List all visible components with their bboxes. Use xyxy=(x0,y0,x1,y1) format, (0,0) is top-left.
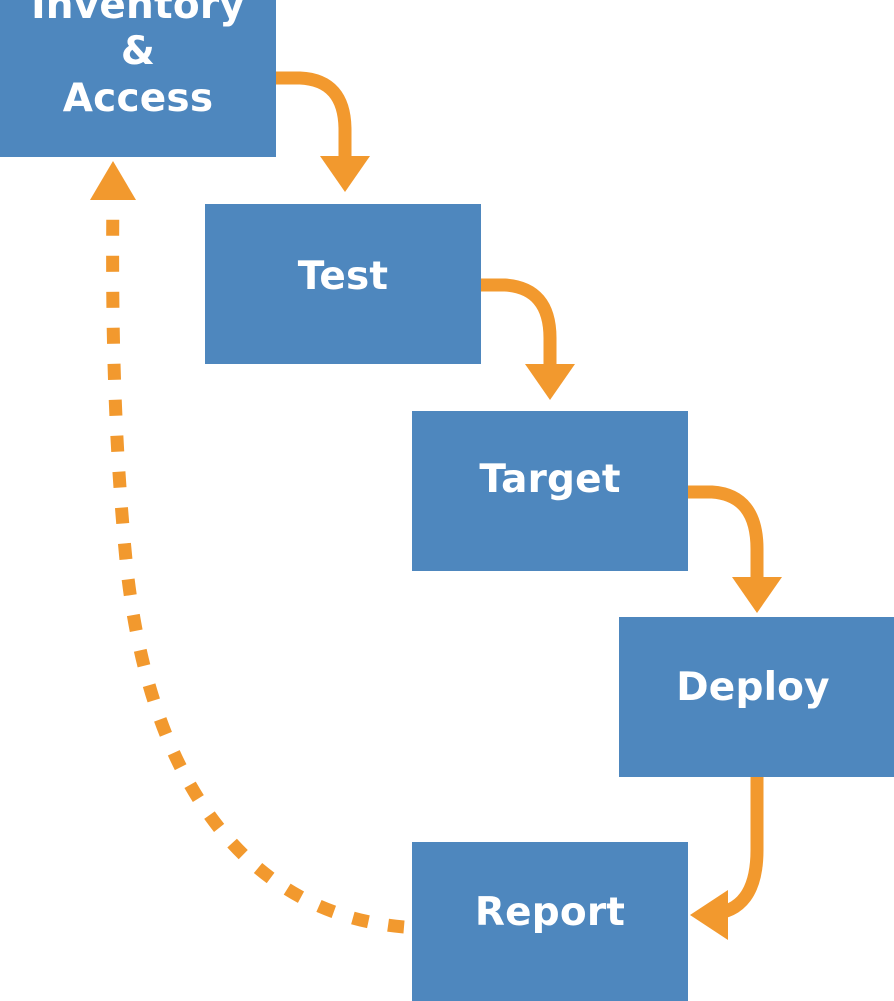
node-inventory-access-label: Inventory & Access xyxy=(31,0,245,122)
arrowhead-icon xyxy=(90,161,136,200)
node-target[interactable]: Target xyxy=(412,411,688,571)
node-deploy-label: Deploy xyxy=(676,665,830,710)
arrowhead-icon xyxy=(525,364,575,400)
node-target-label: Target xyxy=(479,457,621,502)
edge-inventory-to-test xyxy=(276,71,370,192)
node-report-label: Report xyxy=(474,890,626,935)
edge-deploy-to-report xyxy=(690,777,764,940)
node-test[interactable]: Test xyxy=(205,204,481,364)
edge-test-to-target xyxy=(481,278,575,400)
arrowhead-icon xyxy=(320,156,370,192)
node-inventory-access[interactable]: Inventory & Access xyxy=(0,0,276,157)
node-deploy[interactable]: Deploy xyxy=(619,617,894,777)
edge-target-to-deploy xyxy=(688,485,782,613)
arrowhead-icon xyxy=(690,890,728,940)
node-report[interactable]: Report xyxy=(412,842,688,1001)
arrowhead-icon xyxy=(732,577,782,613)
node-test-label: Test xyxy=(297,254,389,299)
